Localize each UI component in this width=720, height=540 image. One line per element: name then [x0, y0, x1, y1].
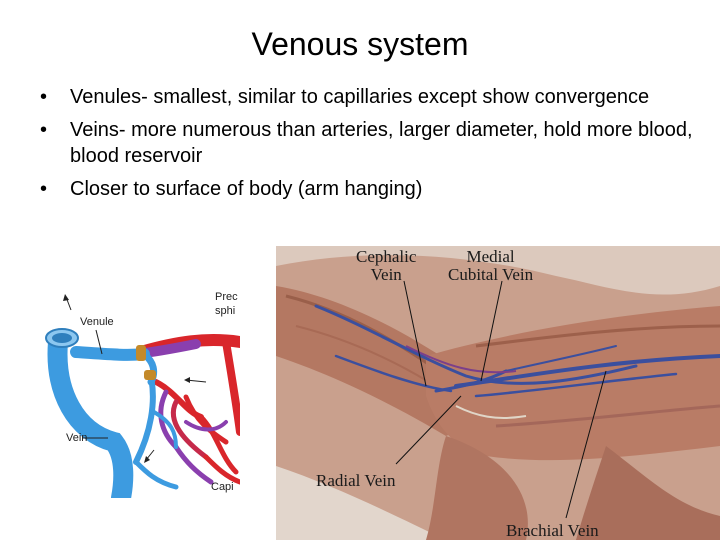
flow-arrowhead: [184, 377, 190, 383]
venule-vessel: [152, 410, 178, 449]
sphincter-label: sphi: [215, 305, 236, 317]
vein-lumen: [52, 333, 72, 343]
venule-diagram: Venule Vein Prec sphi Capi: [36, 282, 240, 498]
cephalic-vein: [314, 304, 638, 385]
pointer-line: [95, 329, 103, 355]
bullet-item: • Closer to surface of body (arm hanging…: [40, 176, 700, 202]
vein-vessel: [47, 332, 134, 498]
flow-arrowhead: [144, 456, 150, 463]
bullet-list: • Venules- smallest, similar to capillar…: [40, 84, 700, 209]
bullet-text: Veins- more numerous than arteries, larg…: [70, 119, 693, 167]
venule-label: Venule: [80, 316, 114, 328]
radial-vein: [334, 354, 453, 393]
capillary-vessel: [173, 444, 214, 485]
arm-dissection-art: [276, 246, 720, 540]
bullet-item: • Venules- smallest, similar to capillar…: [40, 84, 700, 110]
median-cubital-vein-label-line1: Medial: [466, 247, 515, 266]
bullet-text: Closer to surface of body (arm hanging): [70, 178, 423, 200]
arm-dissection-photo: Cephalic Vein Medial Cubital Vein Radial…: [276, 246, 720, 540]
sphincter: [144, 370, 156, 380]
capillaries-label: Capi: [211, 481, 234, 493]
venule-vessel: [133, 374, 156, 465]
capillary-vessel: [222, 338, 240, 436]
pointer-line: [480, 280, 503, 382]
precapillary-label: Prec: [215, 291, 238, 303]
vein-label: Vein: [66, 432, 88, 444]
pointer-line: [403, 280, 427, 387]
venule-vessel: [70, 346, 150, 361]
median-cubital-vein-label: Medial Cubital Vein: [448, 248, 533, 284]
median-cubital-vein-label-line2: Cubital Vein: [448, 265, 534, 284]
capillary-vessel: [198, 414, 239, 475]
bullet-marker: •: [40, 119, 48, 141]
brachial-vein: [454, 354, 720, 388]
capillary-vessel: [183, 394, 229, 445]
capillary-vessel: [203, 454, 240, 485]
radial-vein-label: Radial Vein: [316, 471, 396, 490]
venule-diagram-art: [45, 294, 240, 498]
cephalic-vein-label: Cephalic Vein: [356, 248, 416, 284]
bullet-text: Venules- smallest, similar to capillarie…: [70, 86, 650, 108]
pointer-line: [565, 370, 607, 519]
capillary-vessel: [184, 420, 228, 432]
venule-vessel: [133, 459, 179, 490]
sphincter: [136, 345, 146, 361]
capillary-vessel: [158, 389, 179, 450]
bullet-item: • Veins- more numerous than arteries, la…: [40, 117, 700, 169]
cephalic-vein-label-line2: Vein: [370, 265, 402, 284]
bullet-marker: •: [40, 178, 48, 200]
cephalic-vein-label-line1: Cephalic: [356, 247, 417, 266]
flow-arrowhead: [63, 294, 69, 301]
brachial-vein-label: Brachial Vein: [506, 521, 599, 540]
pointer-line: [395, 395, 462, 465]
bullet-marker: •: [40, 86, 48, 108]
slide-title: Venous system: [251, 26, 469, 62]
capillary-vessel: [170, 399, 209, 460]
